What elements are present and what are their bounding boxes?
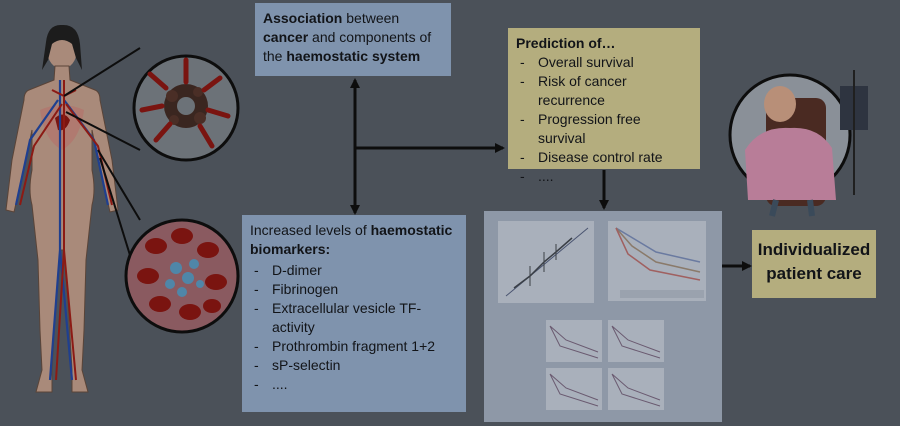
prediction-item-overall-survival: -Overall survival <box>520 54 634 70</box>
prediction-box: Prediction of… -Overall survival -Risk o… <box>508 28 700 184</box>
association-cancer: cancer <box>263 29 309 45</box>
zoom-line-upper-1 <box>63 47 141 97</box>
survival-plot-thumbnail <box>608 221 706 301</box>
association-box: Association between cancer and component… <box>255 3 451 76</box>
zoom-line-lower-1 <box>97 149 141 221</box>
zoom-line-upper-2 <box>65 111 141 151</box>
association-haemostatic: haemostatic system <box>286 48 421 64</box>
biomarker-intro-colon: : <box>325 241 331 257</box>
biomarker-item-fibrinogen: -Fibrinogen <box>254 281 339 297</box>
km-plot-thumbnails <box>546 320 664 410</box>
outcome-line-2: patient care <box>766 264 862 283</box>
biomarker-item-ev-tf: -Extracellular vesicle TF-activity <box>254 300 422 335</box>
arteries <box>19 80 113 381</box>
calibration-plot-thumbnail <box>498 221 594 303</box>
biomarker-item-sp-selectin: -sP-selectin <box>254 357 341 373</box>
biomarker-box: Increased levels of haemostatic biomarke… <box>242 215 466 412</box>
biomarker-item-d-dimer: -D-dimer <box>254 262 322 278</box>
tumor-zoom-circle <box>132 54 240 162</box>
biomarker-list: -D-dimer -Fibrinogen -Extracellular vesi… <box>250 261 458 394</box>
prediction-item-disease-control: -Disease control rate <box>520 149 663 165</box>
biomarker-intro: Increased levels of haemostatic biomarke… <box>250 221 458 259</box>
biomarker-intro-text: Increased levels of <box>250 222 371 238</box>
biomarker-item-prothrombin: -Prothrombin fragment 1+2 <box>254 338 436 354</box>
prediction-list: -Overall survival -Risk of cancer recurr… <box>516 53 692 186</box>
association-components: and components of the <box>263 29 432 64</box>
biomarker-item-more: -.... <box>254 376 288 392</box>
association-word: Association <box>263 10 343 26</box>
prediction-title: Prediction of… <box>516 35 616 51</box>
association-between: between <box>342 10 400 26</box>
veins <box>14 80 110 381</box>
outcome-box: Individualized patient care <box>752 230 876 298</box>
blood-zoom-circle <box>124 218 240 334</box>
hair <box>42 24 82 70</box>
prediction-item-more: -.... <box>520 168 554 184</box>
outcome-line-1: Individualized <box>757 240 871 259</box>
prediction-item-recurrence: -Risk of cancer recurrence <box>520 73 627 108</box>
prediction-item-pfs: -Progression free survival <box>520 111 641 146</box>
human-body-figure <box>5 24 119 393</box>
biomarker-intro-bold: haemostatic biomarkers <box>250 222 453 257</box>
patient-illustration <box>728 70 868 217</box>
heart <box>55 114 70 131</box>
